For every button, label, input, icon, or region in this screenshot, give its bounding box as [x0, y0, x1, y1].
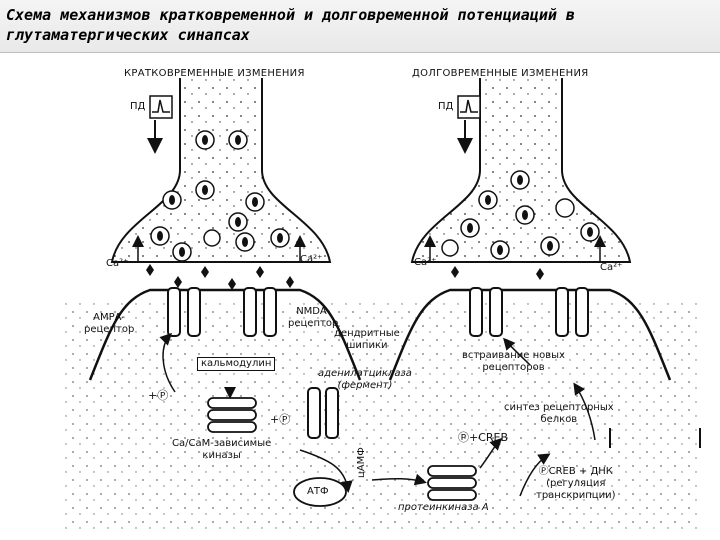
label-receptor-synthesis: синтез рецепторных белков — [504, 402, 614, 425]
label-nmda: NMDA- рецептор — [288, 306, 339, 329]
label-plus-p-center: +Ⓟ — [270, 413, 291, 426]
label-pd-right: ПД — [438, 101, 454, 112]
label-ca-center-left: Ca²⁺ — [300, 254, 323, 265]
label-adenylate-cyclase: аденилатциклаза (фермент) — [318, 368, 412, 391]
header-long-term: ДОЛГОВРЕМЕННЫЕ ИЗМЕНЕНИЯ — [412, 68, 589, 79]
right-receptors — [469, 287, 589, 337]
adenylate-cyclase — [307, 387, 339, 439]
label-ca-right: Ca²⁺ — [600, 262, 623, 273]
left-postsynaptic-membrane — [88, 288, 362, 381]
label-dendritic-spines: дендритные шипики — [334, 328, 400, 351]
left-ap-box — [149, 95, 173, 119]
right-presynaptic-terminal — [410, 78, 632, 263]
label-camp: цАМФ — [356, 447, 367, 478]
label-insertion: встраивание новых рецепторов — [462, 350, 565, 373]
left-nmda-receptor — [243, 287, 277, 337]
label-pd-left: ПД — [130, 101, 146, 112]
calmodulin-box: кальмодулин — [197, 357, 276, 371]
title-band: Схема механизмов кратковременной и долго… — [0, 0, 720, 53]
header-short-term: КРАТКОВРЕМЕННЫЕ ИЗМЕНЕНИЯ — [124, 68, 305, 79]
label-camk: Са/СаМ-зависимые киназы — [172, 438, 272, 461]
label-p-creb: Ⓟ+CREB — [458, 431, 509, 444]
label-p-creb-dna: ⓅCREB + ДНК (регуляция транскрипции) — [536, 466, 616, 501]
label-atf: АТФ — [307, 486, 329, 497]
label-plus-p-left: +Ⓟ — [148, 389, 169, 402]
ca-cam-kinase-stack — [207, 397, 257, 433]
left-ampa-receptor — [167, 287, 201, 337]
right-postsynaptic-membrane — [388, 288, 672, 381]
label-protein-kinase-a: протеинкиназа А — [398, 502, 489, 513]
label-ampa: АМРА- рецептор — [84, 312, 135, 335]
page-title: Схема механизмов кратковременной и долго… — [6, 6, 575, 44]
protein-kinase-a-stack — [427, 465, 477, 501]
right-ap-box — [457, 95, 481, 119]
glutamate-molecules — [146, 264, 544, 290]
label-ca-center-right: Ca²⁺ — [414, 257, 437, 268]
label-ca-left: Ca²⁺ — [106, 258, 129, 269]
